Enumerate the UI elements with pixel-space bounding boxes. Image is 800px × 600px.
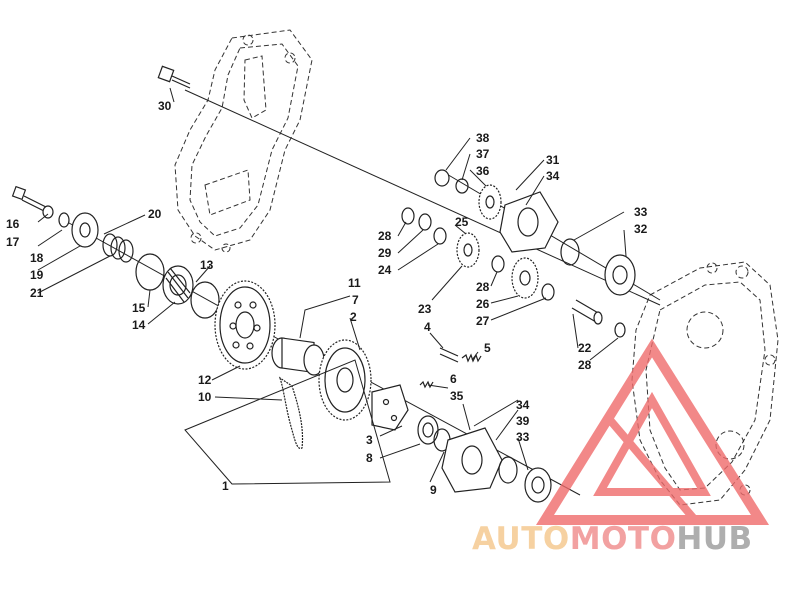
spring-5	[461, 353, 482, 363]
label-9: 9	[430, 483, 437, 497]
part-labels: 30 16 17 20 18 19 21 13 15 14 11 7 2 12 …	[6, 99, 648, 497]
bolt-30	[157, 65, 191, 89]
splined-hub-11	[271, 337, 325, 376]
label-3: 3	[366, 433, 373, 447]
automotohub-watermark: AUTOMOTOHUB	[472, 338, 770, 557]
chaincase-cover	[174, 29, 313, 253]
label-34-upper: 34	[546, 169, 560, 183]
pin-4	[439, 347, 459, 363]
watermark-hub: HUB	[676, 521, 752, 557]
washer-17	[42, 205, 54, 219]
shaft-22	[571, 299, 603, 325]
watermark-text: AUTOMOTOHUB	[472, 521, 753, 557]
label-38: 38	[476, 131, 490, 145]
cone-19	[71, 212, 99, 248]
label-28-c: 28	[578, 358, 592, 372]
label-7: 7	[352, 293, 359, 307]
sprocket-12	[214, 280, 276, 370]
washer-18	[58, 212, 70, 228]
label-11: 11	[348, 276, 361, 290]
label-19: 19	[30, 268, 44, 282]
triangle-logo-icon	[536, 338, 770, 525]
label-34-lower: 34	[516, 398, 530, 412]
label-16: 16	[6, 217, 20, 231]
label-2: 2	[350, 310, 357, 324]
nut-38	[434, 169, 450, 187]
ring-15	[135, 253, 165, 291]
label-27: 27	[476, 314, 490, 328]
watermark-moto: MOTO	[570, 521, 677, 557]
bearing-plate-34-lower	[441, 427, 503, 493]
spring-6	[419, 380, 434, 389]
bearing-32	[604, 254, 636, 296]
label-8: 8	[366, 451, 373, 465]
plate-3	[371, 384, 409, 431]
label-18: 18	[30, 251, 44, 265]
label-25: 25	[455, 215, 469, 229]
label-12: 12	[198, 373, 212, 387]
gear-36	[478, 184, 502, 220]
label-5: 5	[484, 341, 491, 355]
label-17: 17	[6, 235, 20, 249]
bolt-16	[11, 185, 49, 213]
bearing-8	[417, 415, 439, 445]
label-20: 20	[148, 207, 162, 221]
label-26: 26	[476, 297, 490, 311]
label-30: 30	[158, 99, 172, 113]
label-1: 1	[222, 479, 229, 493]
bearing-39	[524, 467, 552, 503]
label-33-lower: 33	[516, 430, 530, 444]
label-6: 6	[450, 372, 457, 386]
bearing-14	[162, 265, 194, 305]
label-15: 15	[132, 301, 146, 315]
chain-10	[278, 376, 304, 450]
washer-28-c	[614, 322, 626, 338]
label-10: 10	[198, 390, 212, 404]
washer-28-a	[401, 207, 415, 225]
leader-lines	[37, 87, 627, 485]
label-29: 29	[378, 246, 392, 260]
label-36: 36	[476, 164, 490, 178]
label-23: 23	[418, 302, 432, 316]
bushing-27	[541, 283, 555, 301]
label-4: 4	[424, 320, 431, 334]
bearing-plate-34-upper	[499, 191, 559, 253]
gear-23	[456, 232, 480, 268]
label-33-upper: 33	[634, 205, 648, 219]
label-28-a: 28	[378, 229, 392, 243]
label-28-b: 28	[476, 280, 490, 294]
gear-2	[318, 339, 372, 421]
label-37: 37	[476, 147, 490, 161]
label-35: 35	[450, 389, 464, 403]
label-24: 24	[378, 263, 392, 277]
label-39: 39	[516, 414, 530, 428]
oring-33-lower	[498, 456, 518, 484]
watermark-auto: AUTO	[472, 521, 570, 557]
ring-13	[190, 281, 220, 319]
label-21: 21	[30, 286, 44, 300]
label-22: 22	[578, 341, 592, 355]
bushing-24	[433, 227, 447, 245]
label-31: 31	[546, 153, 560, 167]
label-32: 32	[634, 222, 648, 236]
washer-28-b	[491, 255, 505, 273]
label-14: 14	[132, 318, 146, 332]
oring-33-upper	[560, 238, 580, 266]
washer-29	[418, 213, 432, 231]
gear-26	[511, 257, 539, 299]
label-13: 13	[200, 258, 214, 272]
